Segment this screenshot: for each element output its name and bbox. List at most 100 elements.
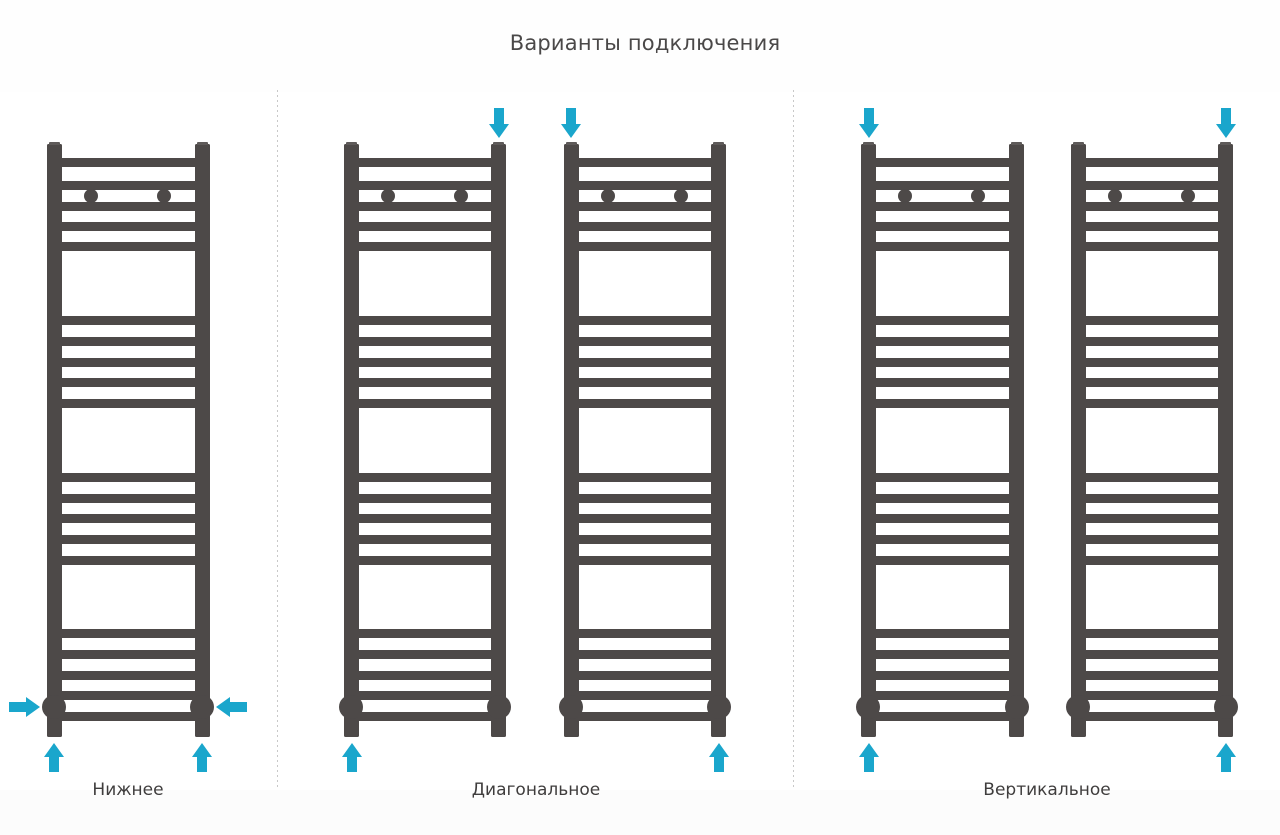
flow-arrow-up-icon [44, 743, 64, 772]
radiator-crossbar [1086, 399, 1218, 408]
radiator-crossbar [359, 494, 491, 503]
valve-left-icon [1066, 695, 1090, 719]
radiator-rail-right [1009, 144, 1024, 737]
radiator-crossbar [359, 222, 491, 231]
flow-arrow-down-icon [1216, 108, 1236, 138]
radiator-crossbar [62, 671, 195, 680]
radiator-crossbar [579, 158, 711, 167]
radiator-crossbar [579, 358, 711, 367]
radiator-crossbar [62, 358, 195, 367]
radiator-crossbar [359, 671, 491, 680]
radiator-crossbar [62, 473, 195, 482]
radiator-rail-left [1071, 144, 1086, 737]
radiator-crossbar [579, 712, 711, 721]
radiator-crossbar [1086, 202, 1218, 211]
radiator-crossbar [1086, 222, 1218, 231]
radiator-crossbar [876, 494, 1009, 503]
radiator-crossbar [579, 535, 711, 544]
rail-cap [49, 142, 60, 145]
valve-left-icon [339, 695, 363, 719]
mounting-knob-icon [157, 189, 171, 203]
mounting-knob-icon [1108, 189, 1122, 203]
radiator-crossbar [359, 691, 491, 700]
radiator-crossbar [62, 514, 195, 523]
radiator-crossbar [1086, 556, 1218, 565]
radiator-crossbar [62, 242, 195, 251]
mounting-knob-icon [601, 189, 615, 203]
radiator-rail-left [564, 144, 579, 737]
radiator-crossbar [876, 473, 1009, 482]
radiator-crossbar [579, 473, 711, 482]
radiator-crossbar [1086, 378, 1218, 387]
rail-cap [1011, 142, 1022, 145]
radiator-crossbar [1086, 473, 1218, 482]
radiator-crossbar [579, 242, 711, 251]
radiator-crossbar [359, 712, 491, 721]
radiator-crossbar [62, 712, 195, 721]
radiator-crossbar [579, 691, 711, 700]
radiator-crossbar [1086, 712, 1218, 721]
radiator-crossbar [579, 514, 711, 523]
valve-left-icon [856, 695, 880, 719]
radiator-crossbar [62, 494, 195, 503]
radiator-crossbar [579, 181, 711, 190]
radiator-crossbar [1086, 535, 1218, 544]
radiator-crossbar [876, 629, 1009, 638]
radiator-rail-right [195, 144, 210, 737]
radiator-crossbar [876, 671, 1009, 680]
valve-right-icon [707, 695, 731, 719]
flow-arrow-up-icon [342, 743, 362, 772]
flow-arrow-right-icon [9, 697, 40, 717]
radiator-crossbar [876, 222, 1009, 231]
radiator-crossbar [579, 399, 711, 408]
page-title: Варианты подключения [509, 31, 781, 55]
radiator-rail-left [344, 144, 359, 737]
mounting-knob-icon [1181, 189, 1195, 203]
radiator-crossbar [876, 242, 1009, 251]
radiator-crossbar [359, 650, 491, 659]
radiator-crossbar [876, 712, 1009, 721]
valve-left-icon [559, 695, 583, 719]
flow-arrow-down-icon [489, 108, 509, 138]
rail-cap [493, 142, 504, 145]
radiator-crossbar [579, 316, 711, 325]
radiator-crossbar [579, 222, 711, 231]
radiator-crossbar [359, 181, 491, 190]
radiator-crossbar [359, 556, 491, 565]
radiator-crossbar [359, 316, 491, 325]
radiator-crossbar [62, 181, 195, 190]
mounting-knob-icon [84, 189, 98, 203]
radiator-crossbar [62, 650, 195, 659]
rail-cap [863, 142, 874, 145]
flow-arrow-left-icon [216, 697, 247, 717]
radiator-crossbar [62, 691, 195, 700]
radiator-crossbar [876, 337, 1009, 346]
radiator-crossbar [359, 399, 491, 408]
mounting-knob-icon [898, 189, 912, 203]
radiator-crossbar [876, 378, 1009, 387]
radiator-crossbar [876, 650, 1009, 659]
valve-right-icon [1005, 695, 1029, 719]
radiator-crossbar [876, 535, 1009, 544]
radiator-crossbar [579, 556, 711, 565]
radiator-crossbar [1086, 337, 1218, 346]
radiator-crossbar [1086, 691, 1218, 700]
radiator-crossbar [1086, 316, 1218, 325]
radiator-crossbar [62, 629, 195, 638]
radiator-crossbar [1086, 181, 1218, 190]
flow-arrow-up-icon [192, 743, 212, 772]
radiator-crossbar [359, 629, 491, 638]
radiator-crossbar [876, 316, 1009, 325]
label-bottom-connection: Нижнее [92, 780, 164, 800]
radiator-crossbar [62, 556, 195, 565]
radiator-crossbar [1086, 629, 1218, 638]
mounting-knob-icon [381, 189, 395, 203]
rail-cap [1073, 142, 1084, 145]
radiator-rail-left [861, 144, 876, 737]
radiator-crossbar [876, 514, 1009, 523]
radiator-crossbar [62, 316, 195, 325]
label-diagonal-connection: Диагональное [471, 780, 601, 800]
radiator-crossbar [876, 399, 1009, 408]
radiator-crossbar [359, 514, 491, 523]
radiator-rail-right [1218, 144, 1233, 737]
